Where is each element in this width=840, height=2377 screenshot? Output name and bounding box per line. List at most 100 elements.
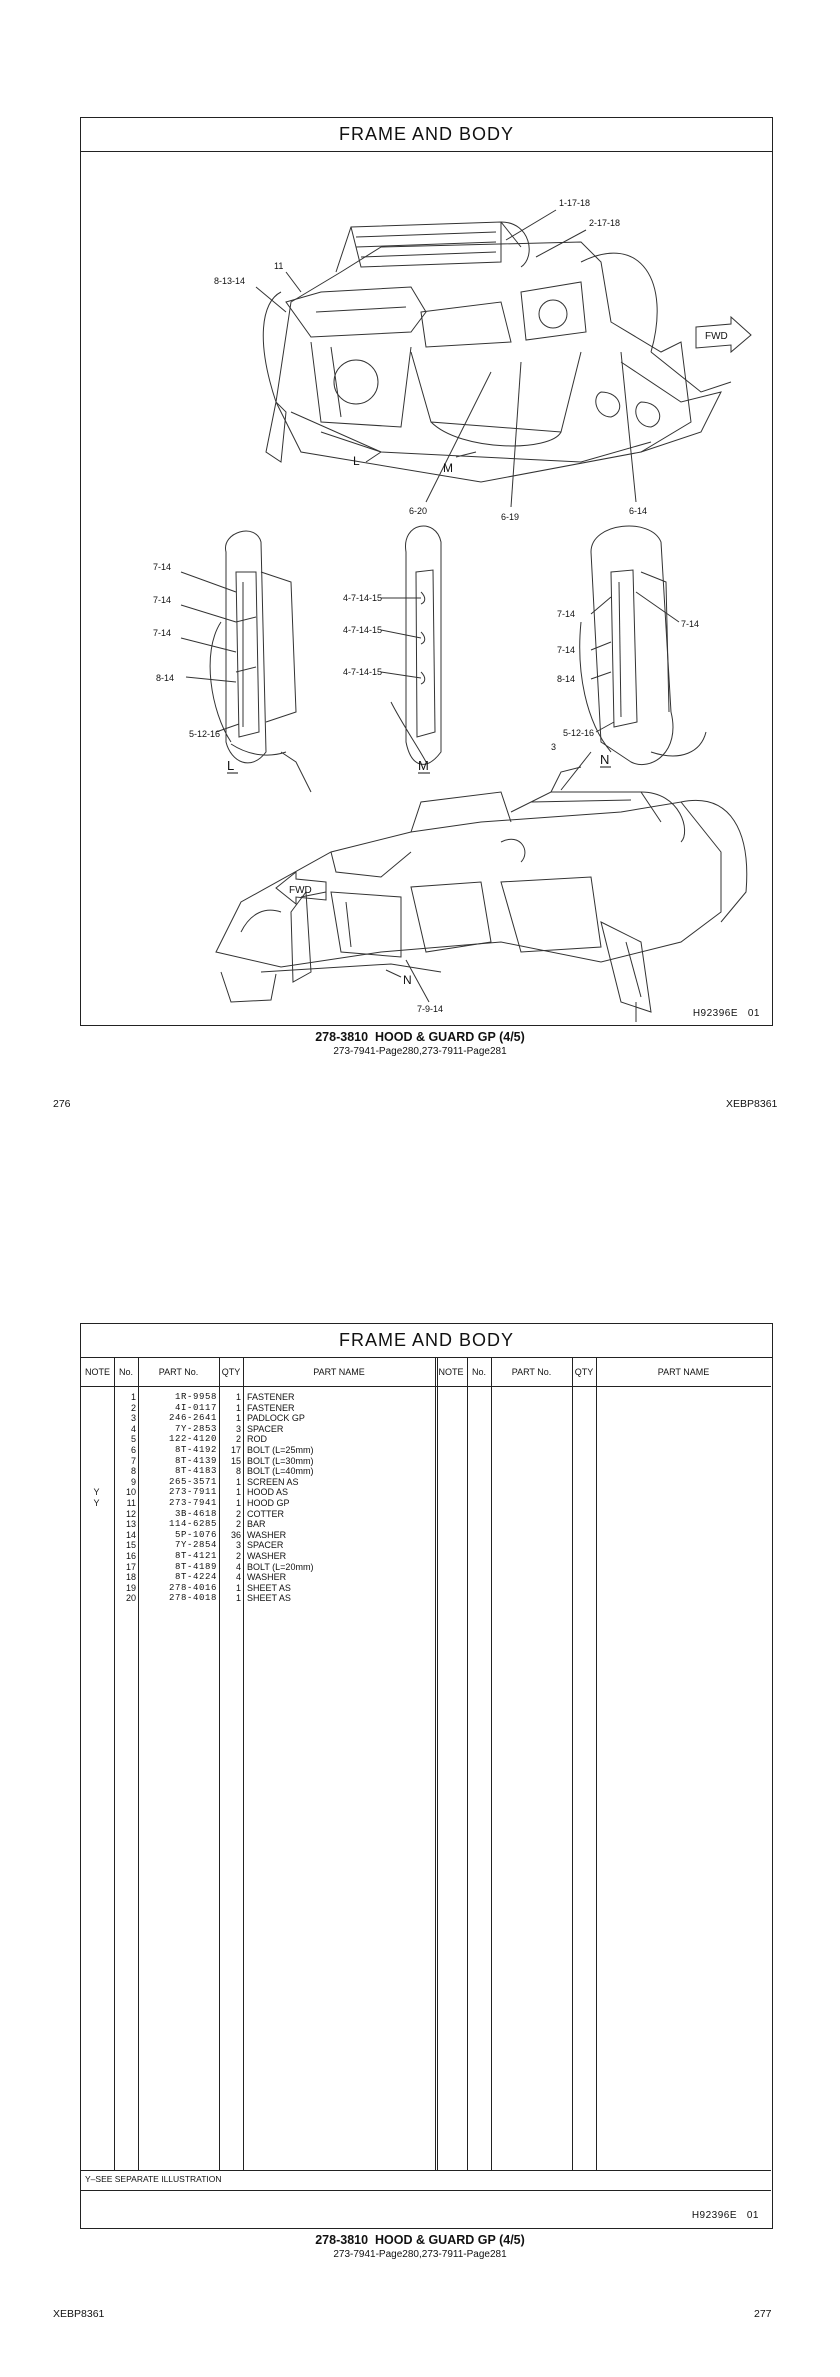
- svg-text:6-19: 6-19: [501, 512, 519, 522]
- row-number: 2: [130, 1402, 136, 1413]
- page-title: FRAME AND BODY: [338, 1330, 515, 1350]
- row-part-name: WASHER: [247, 1551, 287, 1561]
- row-number: 16: [125, 1551, 136, 1561]
- row-part-name: HOOD AS: [247, 1487, 289, 1498]
- page-number: 276: [53, 1098, 71, 1110]
- svg-text:11: 11: [274, 261, 283, 271]
- svg-text:5-12-16: 5-12-16: [563, 728, 594, 738]
- row-part-number: 246-2641: [168, 1413, 217, 1424]
- row-part-name: BOLT (L=25mm): [247, 1445, 314, 1455]
- svg-text:4-7-14-15: 4-7-14-15: [343, 593, 382, 603]
- parts-table: NOTE No. PART No. QTY PART NAME NOTE No.…: [81, 1358, 771, 2228]
- svg-text:7-14: 7-14: [153, 595, 171, 605]
- row-number: 10: [125, 1487, 136, 1498]
- svg-text:7-14: 7-14: [153, 628, 171, 638]
- row-number: 17: [125, 1561, 136, 1572]
- row-quantity: 36: [230, 1529, 241, 1540]
- row-part-number: 8T-4189: [174, 1561, 217, 1572]
- page-title: FRAME AND BODY: [338, 124, 515, 144]
- row-number: 5: [130, 1434, 136, 1445]
- row-quantity: 4: [235, 1572, 241, 1583]
- row-part-number: 278-4018: [168, 1593, 217, 1604]
- row-part-number: 7Y-2854: [174, 1540, 217, 1551]
- row-quantity: 2: [235, 1508, 241, 1519]
- col-rule: [435, 1358, 436, 2170]
- svg-text:N: N: [600, 752, 609, 767]
- col-rule: [596, 1358, 597, 2170]
- row-quantity: 1: [235, 1413, 241, 1424]
- row-quantity: 2: [235, 1551, 241, 1561]
- row-quantity: 1: [235, 1487, 241, 1498]
- row-part-name: SCREEN AS: [247, 1476, 299, 1487]
- row-number: 4: [130, 1423, 136, 1434]
- illustration-id: H92396E 01: [692, 1008, 760, 1019]
- col-qty-right: QTY: [574, 1367, 594, 1377]
- row-part-name: FASTENER: [247, 1392, 295, 1402]
- row-part-number: 8T-4183: [174, 1466, 217, 1477]
- col-rule: [114, 1358, 115, 2170]
- col-no-right: No.: [471, 1367, 486, 1377]
- row-part-number: 4I-0117: [174, 1402, 217, 1413]
- row-number: 8: [130, 1466, 136, 1477]
- row-part-name: ROD: [247, 1434, 267, 1445]
- row-part-name: BOLT (L=40mm): [247, 1466, 314, 1477]
- svg-text:6-14: 6-14: [629, 506, 647, 516]
- row-part-name: BOLT (L=20mm): [247, 1561, 314, 1572]
- col-rule: [219, 1358, 220, 2170]
- row-part-name: BAR: [247, 1519, 266, 1530]
- row-part-number: 273-7911: [168, 1487, 217, 1498]
- row-part-name: SHEET AS: [247, 1593, 291, 1604]
- col-note: NOTE: [84, 1367, 110, 1377]
- row-quantity: 1: [235, 1392, 241, 1402]
- title-divider: [81, 151, 772, 152]
- main-callouts: 1-17-18 2-17-18 11 8-13-14 6-20 6-19 6-1…: [214, 198, 728, 522]
- row-number: 14: [125, 1529, 136, 1540]
- row-part-name: SPACER: [247, 1423, 284, 1434]
- row-part-name: WASHER: [247, 1572, 287, 1583]
- row-number: 20: [125, 1593, 136, 1604]
- svg-text:8-14: 8-14: [156, 673, 174, 683]
- svg-text:N: N: [403, 973, 412, 987]
- row-part-name: FASTENER: [247, 1402, 295, 1413]
- row-part-name: PADLOCK GP: [247, 1413, 305, 1424]
- row-quantity: 2: [235, 1434, 241, 1445]
- svg-text:5-12-16: 5-12-16: [189, 729, 220, 739]
- row-part-number: 273-7941: [168, 1498, 217, 1508]
- row-part-name: SHEET AS: [247, 1582, 291, 1593]
- col-rule: [467, 1358, 468, 2170]
- svg-text:7-14: 7-14: [557, 645, 575, 655]
- row-number: 13: [125, 1519, 136, 1530]
- col-qty: QTY: [221, 1367, 241, 1377]
- row-quantity: 8: [235, 1466, 241, 1477]
- svg-text:7-14: 7-14: [153, 562, 171, 572]
- row-part-name: COTTER: [247, 1508, 284, 1519]
- row-part-number: 3B-4618: [174, 1508, 217, 1519]
- group-caption: 278-3810 HOOD & GUARD GP (4/5): [315, 1030, 525, 1044]
- svg-text:FWD: FWD: [705, 331, 728, 342]
- col-part-name-right: PART NAME: [657, 1367, 710, 1377]
- row-number: 1: [130, 1392, 136, 1402]
- row-part-number: 278-4016: [168, 1582, 217, 1593]
- footnote: Y–SEE SEPARATE ILLUSTRATION: [85, 2174, 222, 2184]
- col-rule: [437, 1358, 438, 2170]
- row-part-number: 122-4120: [168, 1434, 217, 1445]
- row-part-number: 8T-4121: [174, 1551, 217, 1561]
- col-rule: [491, 1358, 492, 2170]
- row-quantity: 17: [230, 1445, 241, 1455]
- svg-text:3: 3: [551, 742, 556, 752]
- svg-text:1-17-18: 1-17-18: [559, 198, 590, 208]
- group-references: 273-7941-Page280,273-7911-Page281: [333, 2249, 507, 2260]
- row-number: 7: [130, 1455, 136, 1466]
- svg-text:4-7-14-15: 4-7-14-15: [343, 625, 382, 635]
- row-part-name: HOOD GP: [247, 1498, 290, 1508]
- col-rule: [138, 1358, 139, 2170]
- row-quantity: 1: [235, 1582, 241, 1593]
- svg-text:L: L: [353, 454, 360, 468]
- row-part-number: 8T-4139: [174, 1455, 217, 1466]
- col-part-no-right: PART No.: [511, 1367, 552, 1377]
- svg-text:8-13-14: 8-13-14: [214, 276, 245, 286]
- svg-text:7-14: 7-14: [681, 619, 699, 629]
- svg-text:7-9-14: 7-9-14: [417, 1004, 443, 1014]
- col-rule: [243, 1358, 244, 2170]
- svg-text:M: M: [443, 461, 453, 475]
